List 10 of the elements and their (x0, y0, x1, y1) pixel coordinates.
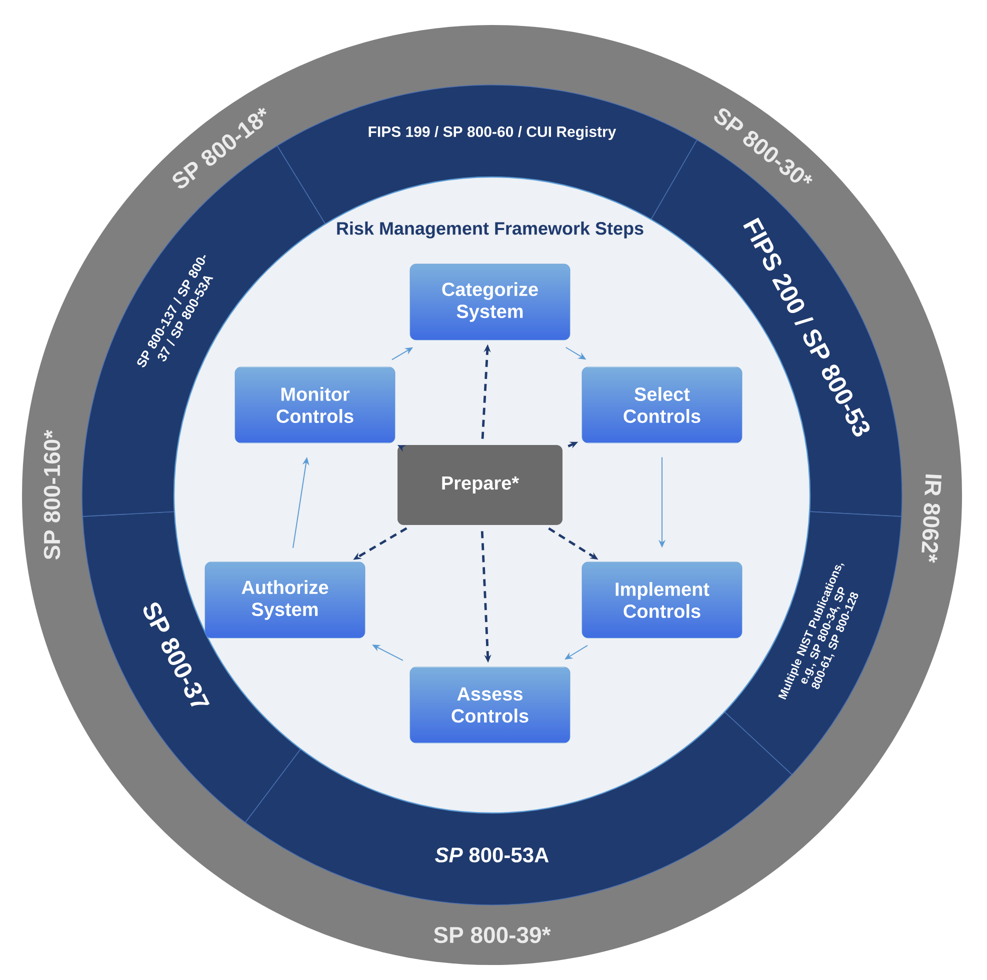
step-box: Select Controls (582, 366, 742, 444)
step-box: Authorize System (204, 562, 366, 638)
prepare-box: Prepare* (398, 445, 562, 525)
ring-label: SP 800-39* (434, 926, 551, 944)
step-box: Categorize System (410, 264, 570, 340)
ring-label: SP 800-160* (44, 430, 60, 560)
ring-label: IR 8062* (922, 474, 942, 563)
step-box: Monitor Controls (234, 366, 396, 444)
step-box: Implement Controls (582, 562, 742, 638)
step-box: Assess Controls (410, 666, 570, 744)
